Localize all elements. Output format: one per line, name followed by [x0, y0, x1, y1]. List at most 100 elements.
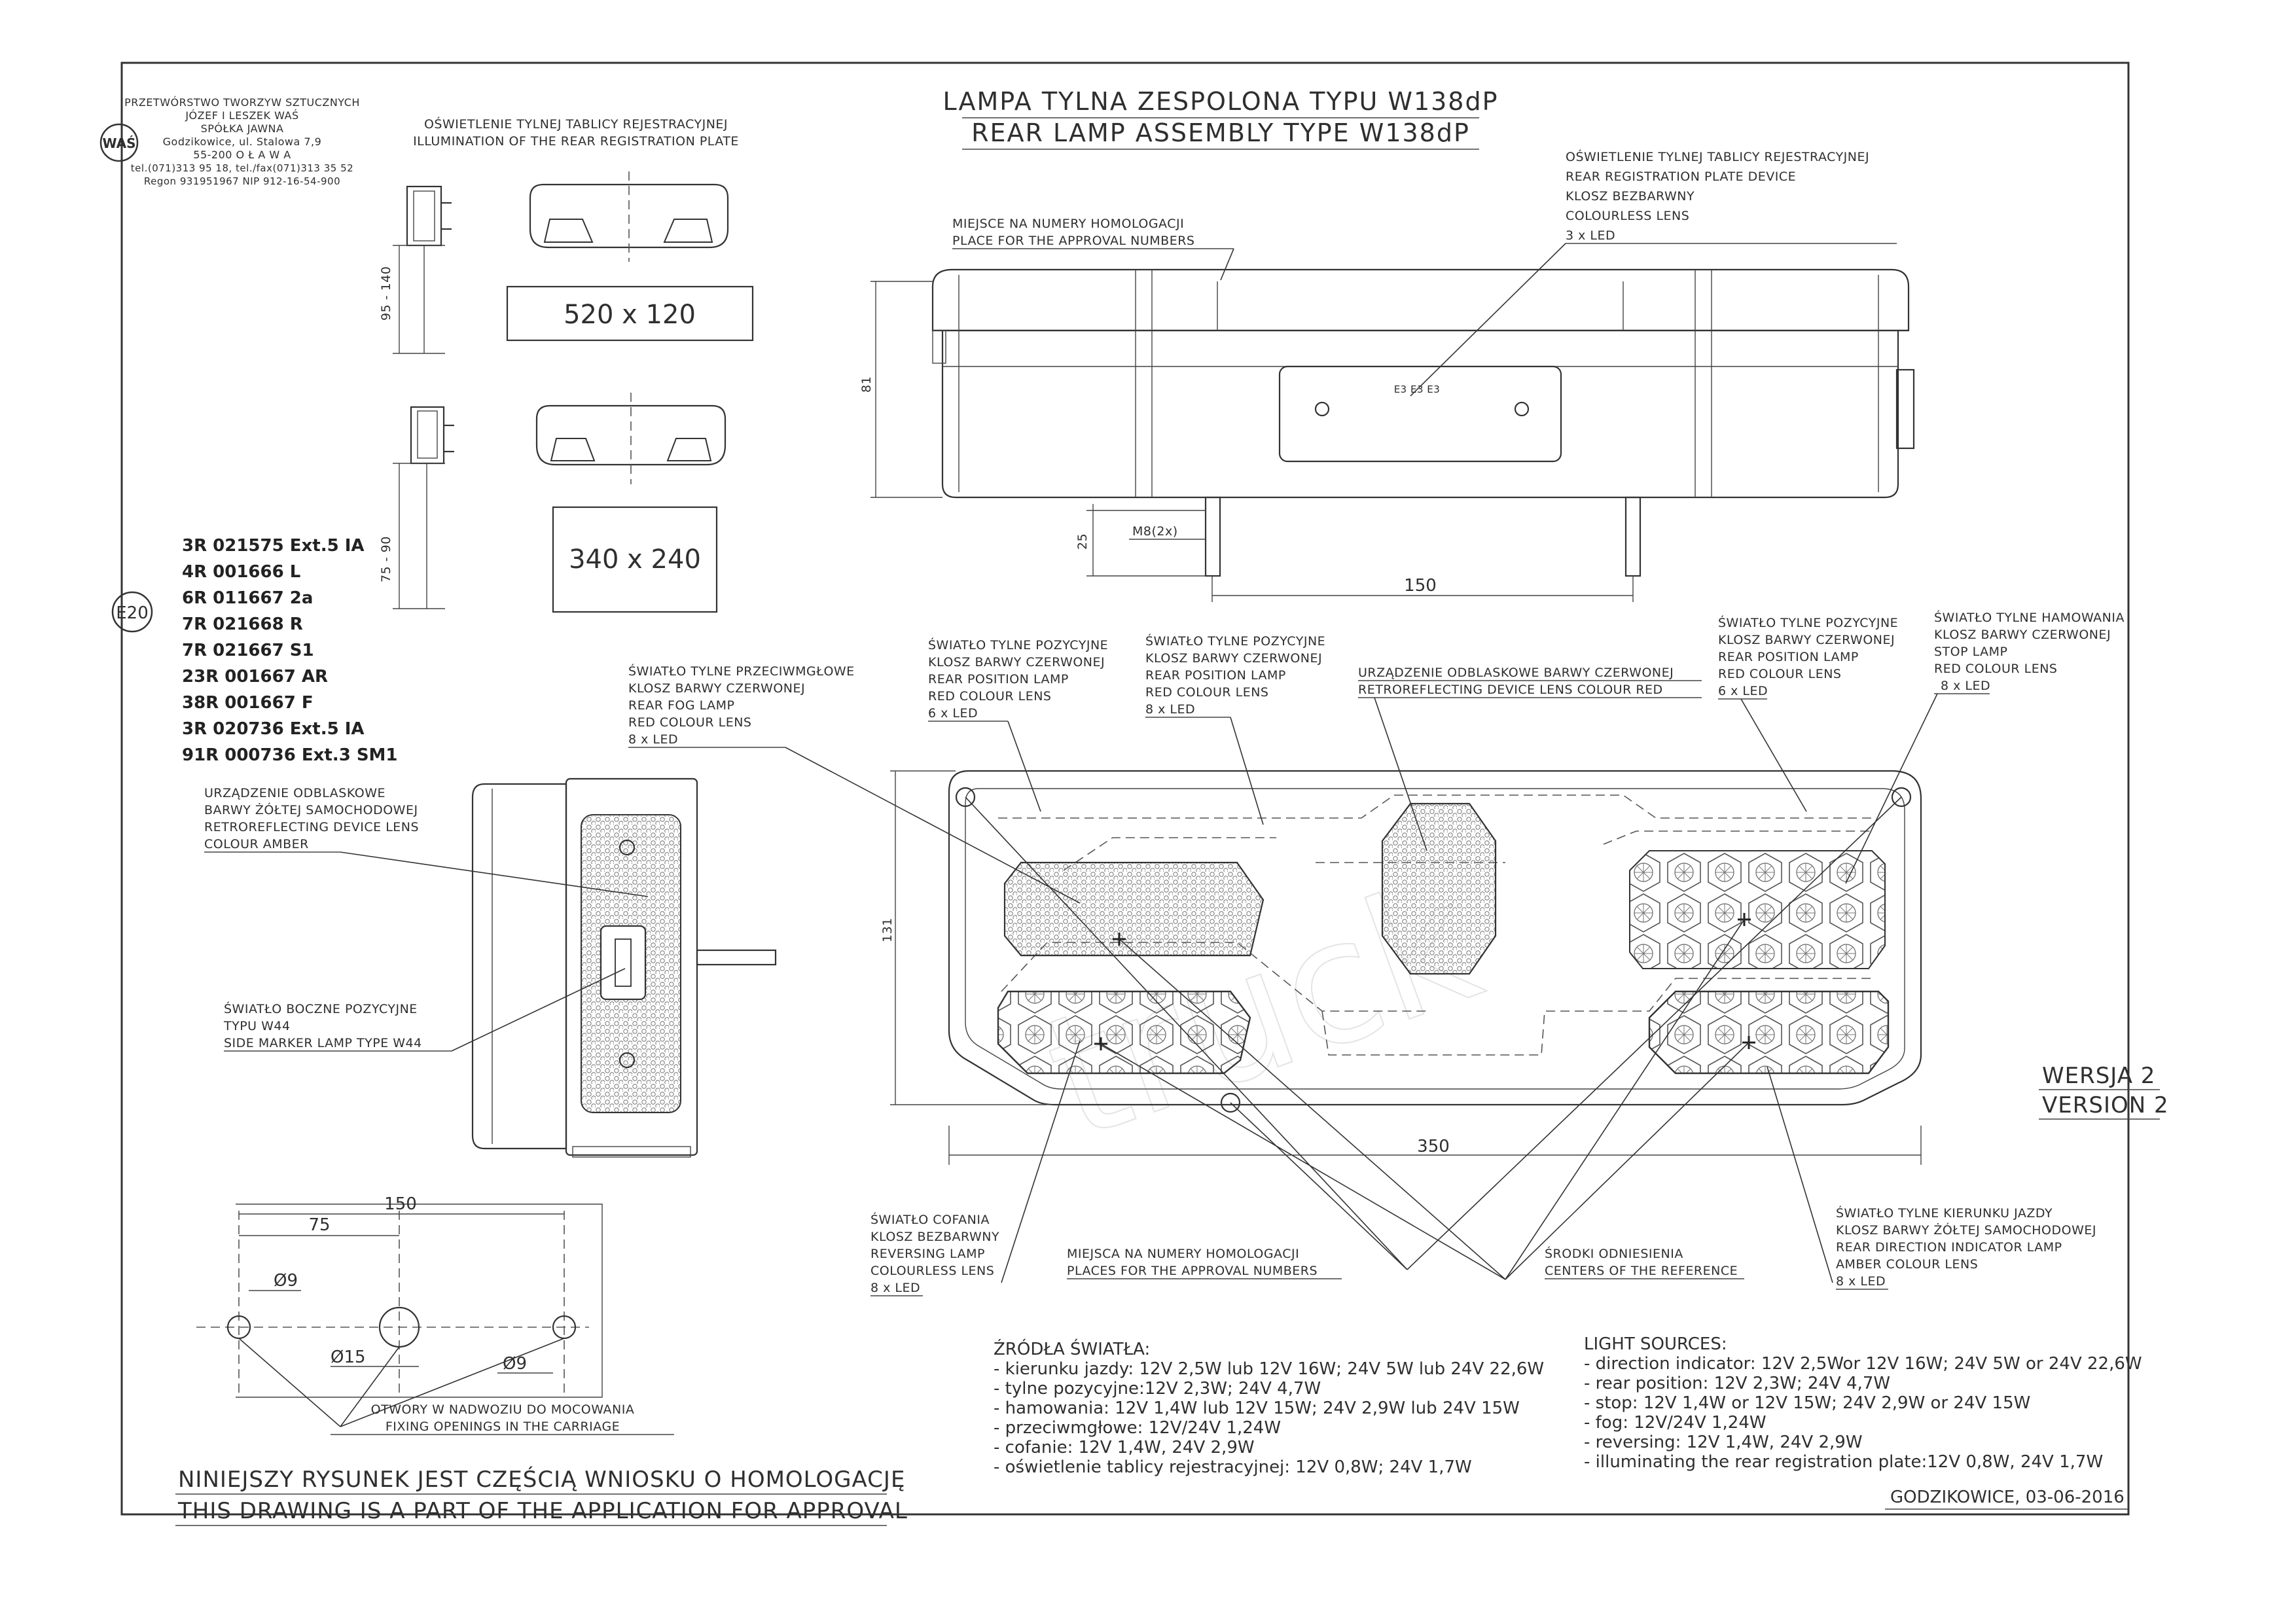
company-line5: 55-200 O Ł A W A [193, 149, 291, 161]
light-source-line: - cofanie: 12V 1,4W, 24V 2,9W [994, 1438, 1255, 1457]
light-sources-pl: ŹRÓDŁA ŚWIATŁA: - kierunku jazdy: 12V 2,… [994, 1338, 1544, 1477]
light-sources-en: LIGHT SOURCES: - direction indicator: 12… [1584, 1334, 2142, 1472]
holes-dim-half: 75 [308, 1215, 330, 1235]
light-source-line: - rear position: 12V 2,3W; 24V 4,7W [1584, 1374, 1890, 1393]
reversing-label-leds: 8 x LED [870, 1281, 920, 1295]
plate-340x240 [552, 506, 718, 613]
fog-lamp-callout: ŚWIATŁO TYLNE PRZECIWMGŁOWE KLOSZ BARWY … [628, 663, 1081, 904]
stop-position-lamp-lens [1629, 850, 1886, 969]
stop-label-leds: 8 x LED [1941, 679, 1990, 693]
stud-spacing-dim: 150 [1404, 576, 1437, 596]
plate-lamp-front-2 [535, 404, 726, 466]
pos3-label-pl1: ŚWIATŁO TYLNE POZYCYJNE [1718, 615, 1898, 630]
company-line1: PRZETWÓRSTWO TWORZYW SZTUCZNYCH [124, 96, 360, 109]
approval-number: 3R 020736 Ext.5 IA [182, 719, 365, 739]
plate-dim2: 75 - 90 [379, 536, 393, 582]
position-lamp-1-callout: ŚWIATŁO TYLNE POZYCYJNE KLOSZ BARWY CZER… [928, 637, 1108, 812]
light-source-line: - stop: 12V 1,4W or 12V 15W; 24V 2,9W or… [1584, 1393, 2030, 1413]
pos3-label-leds: 6 x LED [1718, 684, 1768, 698]
fog-label-en1: REAR FOG LAMP [628, 698, 734, 713]
approval-number: 38R 001667 F [182, 693, 314, 713]
company-line3: SPÓŁKA JAWNA [201, 122, 284, 135]
stop-label-en1: STOP LAMP [1934, 645, 2008, 659]
footer-statement-en: THIS DRAWING IS A PART OF THE APPLICATIO… [177, 1498, 908, 1524]
fog-label-pl2: KLOSZ BARWY CZERWONEJ [628, 681, 805, 696]
reference-label-en: CENTERS OF THE REFERENCE [1545, 1264, 1738, 1278]
fog-label-leds: 8 x LED [628, 732, 678, 747]
approval-places-callout: MIEJSCA NA NUMERY HOMOLOGACJI PLACES FOR… [965, 796, 1902, 1279]
homolog-label-pl: MIEJSCE NA NUMERY HOMOLOGACJI [952, 217, 1184, 231]
approval-number: 3R 021575 Ext.5 IA [182, 536, 365, 556]
pos2-label-pl1: ŚWIATŁO TYLNE POZYCYJNE [1145, 633, 1325, 649]
e-mark: E20 [116, 603, 149, 623]
position-lamp-2-callout: ŚWIATŁO TYLNE POZYCYJNE KLOSZ BARWY CZER… [1145, 633, 1325, 825]
plate-size-520x120: 520 x 120 [564, 300, 696, 330]
stud-length-dim: 25 [1075, 533, 1090, 550]
front-view: 131 350 [880, 770, 1922, 1165]
company-line7: Regon 931951967 NIP 912-16-54-900 [144, 175, 340, 187]
position-lamp-3-callout: ŚWIATŁO TYLNE POZYCYJNE KLOSZ BARWY CZER… [1718, 615, 1898, 812]
side-view-lens-frame [565, 777, 698, 1156]
plate-lamp-top-view [1278, 365, 1562, 463]
pos1-label-pl1: ŚWIATŁO TYLNE POZYCYJNE [928, 637, 1108, 652]
pos2-label-en1: REAR POSITION LAMP [1145, 668, 1286, 683]
light-sources-pl-header: ŹRÓDŁA ŚWIATŁA: [994, 1338, 1150, 1359]
e-mark-circle [111, 591, 153, 633]
side-view [471, 777, 777, 1158]
housing-body [941, 330, 1899, 499]
reversing-lamp-callout: ŚWIATŁO COFANIA KLOSZ BEZBARWNY REVERSIN… [870, 1040, 1081, 1296]
housing-top-cover [931, 268, 1910, 332]
top-view-height-dim: 81 [859, 376, 874, 393]
light-source-line: - direction indicator: 12V 2,5Wor 12V 16… [1584, 1354, 2142, 1374]
light-source-line: - tylne pozycyjne:12V 2,3W; 24V 4,7W [994, 1379, 1321, 1399]
plate-lamp-front-1 [529, 183, 729, 249]
reversing-label-pl2: KLOSZ BEZBARWNY [870, 1230, 999, 1244]
front-view-height-dim: 131 [880, 918, 895, 942]
direction-indicator-lens [1648, 990, 1890, 1075]
plate-device-label-en: REAR REGISTRATION PLATE DEVICE [1566, 169, 1796, 184]
plate-device-leds: 3 x LED [1566, 228, 1615, 243]
approval-number: 7R 021668 R [182, 615, 303, 634]
plate-label-pl: OŚWIETLENIE TYLNEJ TABLICY REJESTRACYJNE… [424, 116, 728, 132]
drawing-frame [120, 62, 2130, 1516]
reversing-lamp-lens [997, 990, 1251, 1075]
side-marker-lamp [600, 925, 647, 1001]
pos2-label-pl2: KLOSZ BARWY CZERWONEJ [1145, 651, 1322, 666]
company-line4: Godzikowice, ul. Stalowa 7,9 [163, 135, 322, 148]
light-source-line: - fog: 12V/24V 1,24W [1584, 1413, 1767, 1433]
hole-diameter-center: Ø15 [331, 1347, 366, 1367]
approval-number: 6R 011667 2a [182, 588, 313, 608]
homolog2-label-en: PLACES FOR THE APPROVAL NUMBERS [1067, 1264, 1318, 1278]
pos1-label-pl2: KLOSZ BARWY CZERWONEJ [928, 655, 1105, 669]
side-marker-callout: ŚWIATŁO BOCZNE POZYCYJNE TYPU W44 SIDE M… [223, 968, 626, 1052]
pos3-label-en2: RED COLOUR LENS [1718, 667, 1841, 681]
pos3-label-en1: REAR POSITION LAMP [1718, 650, 1859, 664]
company-logo-text: WAŚ [102, 135, 135, 151]
plate-lamp-profile-2 [410, 406, 445, 465]
approval-number: 91R 000736 Ext.3 SM1 [182, 745, 398, 765]
reference-centers-callout: ŚRODKI ODNIESIENIA CENTERS OF THE REFERE… [1100, 919, 1749, 1280]
lamp-outer-housing [948, 770, 1922, 1106]
company-line6: tel.(071)313 95 18, tel./fax(071)313 35 … [131, 162, 353, 174]
homolog2-label-pl: MIEJSCA NA NUMERY HOMOLOGACJI [1067, 1247, 1299, 1261]
reversing-label-en1: REVERSING LAMP [870, 1247, 985, 1261]
stop-label-en2: RED COLOUR LENS [1934, 662, 2057, 676]
plate-size-340x240: 340 x 240 [569, 544, 701, 575]
hole-diameter-left: Ø9 [274, 1271, 298, 1291]
pos1-label-en2: RED COLOUR LENS [928, 689, 1051, 704]
mounting-stud-left [1204, 496, 1221, 577]
red-retroreflector [1381, 802, 1497, 975]
stop-label-pl2: KLOSZ BARWY CZERWONEJ [1934, 628, 2111, 642]
footer-date: GODZIKOWICE, 03-06-2016 [1890, 1488, 2125, 1507]
retro-label-pl: URZĄDZENIE ODBLASKOWE BARWY CZERWONEJ [1358, 666, 1674, 680]
plate-device-lens-en: COLOURLESS LENS [1566, 209, 1689, 223]
plate-device-label-pl: OŚWIETLENIE TYLNEJ TABLICY REJESTRACYJNE… [1566, 149, 1869, 164]
direction-indicator-callout: ŚWIATŁO TYLNE KIERUNKU JAZDY KLOSZ BARWY… [1767, 1066, 2096, 1290]
fog-label-pl1: ŚWIATŁO TYLNE PRZECIWMGŁOWE [628, 663, 855, 679]
version-pl: WERSJA 2 [2042, 1063, 2155, 1089]
stud-thread-label: M8(2x) [1132, 524, 1178, 539]
plate-lamp-profile-1 [406, 185, 442, 247]
lamp-lens [965, 788, 1905, 1090]
direction-label-en1: REAR DIRECTION INDICATOR LAMP [1836, 1240, 2062, 1255]
